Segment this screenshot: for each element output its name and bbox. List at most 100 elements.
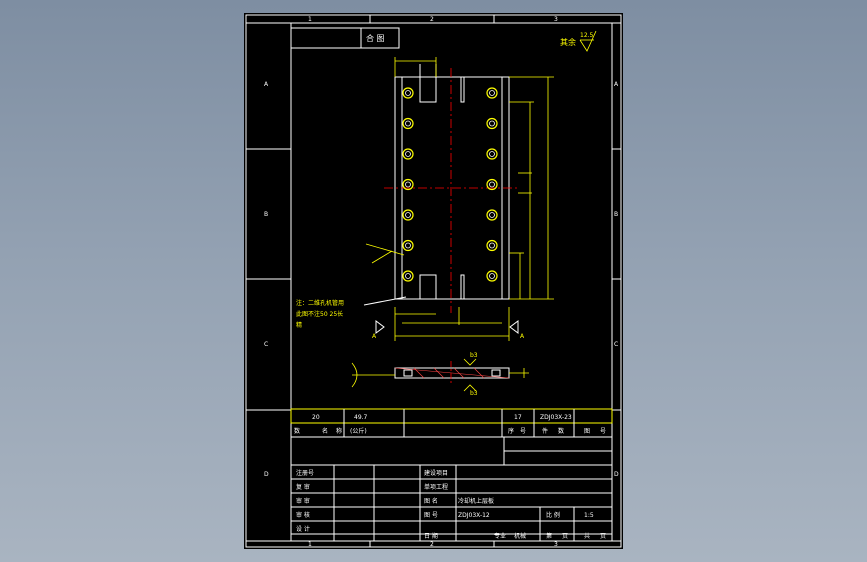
bom-header-left-0: 数 xyxy=(294,427,300,435)
note-line-1: 注：二维孔机管用 xyxy=(296,299,344,307)
row-label-c: C xyxy=(264,341,268,348)
drawing-name: 冷却机上层板 xyxy=(458,497,494,505)
bolt-hole xyxy=(486,87,498,99)
tb-left-label-2: 审 审 xyxy=(296,497,310,505)
drawing-number: ZDJ03X-12 xyxy=(458,512,490,519)
bolt-hole xyxy=(402,270,414,282)
bom-qty: 20 xyxy=(312,414,320,421)
tb-footer-5: 页 xyxy=(600,533,606,540)
tb-footer-3: 页 xyxy=(562,533,568,540)
bolt-hole-inner xyxy=(489,120,495,127)
row-label-a: A xyxy=(264,81,269,88)
bolt-hole-inner xyxy=(405,151,411,157)
bolt-hole-inner xyxy=(405,242,411,249)
scale-value: 1:5 xyxy=(584,512,594,519)
roughness-value: 12.5 xyxy=(580,32,594,39)
bolt-hole-inner xyxy=(489,181,495,188)
title-tag: 合 图 xyxy=(366,33,385,43)
tb-left-label-0: 注册号 xyxy=(296,469,314,477)
bom-header-right-0: 序 xyxy=(508,427,514,435)
bolt-hole-inner xyxy=(489,273,495,279)
bolt-hole-inner xyxy=(489,151,495,157)
bolt-hole-inner xyxy=(405,90,411,96)
section-mark-right: A xyxy=(520,333,525,340)
tb-footer-0: 专业 xyxy=(494,532,506,540)
row-label-a-right: A xyxy=(614,81,619,88)
inner-frame xyxy=(290,22,613,542)
bolt-hole xyxy=(402,239,414,252)
tb-mid-label-0: 建设项目 xyxy=(424,469,448,477)
bolt-holes xyxy=(402,87,498,282)
bolt-hole-inner xyxy=(405,273,411,279)
dimensions xyxy=(394,57,554,341)
bom-header-left-1: 名 xyxy=(322,427,328,435)
bolt-hole xyxy=(486,209,498,221)
column-label-2: 2 xyxy=(430,16,434,23)
tb-mid-label-1: 单项工程 xyxy=(424,483,448,491)
bolt-hole xyxy=(402,178,414,191)
section-top-mark: b3 xyxy=(470,352,478,359)
bom-header-right-2: 件 xyxy=(542,427,548,435)
tb-left-label-4: 设 计 xyxy=(296,525,310,533)
bom-code: 17 xyxy=(514,414,522,421)
column-label-2-bottom: 2 xyxy=(430,541,434,548)
roughness-symbol-icon xyxy=(579,30,597,52)
roughness-mark-top-icon xyxy=(463,358,477,366)
row-label-d-right: D xyxy=(614,471,619,478)
bolt-hole xyxy=(486,178,498,191)
title-block xyxy=(290,464,613,542)
bolt-hole-inner xyxy=(405,181,411,188)
scale-label: 比 例 xyxy=(546,511,560,519)
title-tag-box xyxy=(290,27,400,49)
row-label-c-right: C xyxy=(614,341,618,348)
drawing-sheet: 1 2 3 1 2 3 A B C D A B C D 合 图 其余 12.5 xyxy=(244,13,623,549)
bolt-hole xyxy=(486,117,498,130)
outer-frame xyxy=(245,14,622,548)
roughness-label: 其余 xyxy=(560,37,576,47)
section-arrow-right-icon xyxy=(509,320,519,334)
bom-header-left-2: 称 xyxy=(336,427,342,435)
section-bottom-mark: b3 xyxy=(470,390,478,397)
plate-plan-view xyxy=(384,64,518,313)
bolt-hole xyxy=(402,117,414,130)
tb-footer-1: 机械 xyxy=(514,532,526,540)
tb-left-label-3: 审 核 xyxy=(296,511,310,519)
bolt-hole xyxy=(486,239,498,252)
note-line-3: 精 xyxy=(296,321,302,329)
tb-left-label-1: 复 审 xyxy=(296,483,310,491)
column-label-3-bottom: 3 xyxy=(554,541,558,548)
bom-header-left-3: (公斤) xyxy=(350,427,367,435)
cad-drawing: 1 2 3 1 2 3 A B C D A B C D 合 图 其余 12.5 xyxy=(245,14,622,548)
note-leader xyxy=(363,296,407,306)
bolt-hole-inner xyxy=(489,212,495,218)
bom-header-right-3: 数 xyxy=(558,427,564,435)
roughness-mark-bottom-icon xyxy=(463,384,477,392)
bolt-hole-inner xyxy=(405,212,411,218)
bolt-hole xyxy=(402,148,414,160)
tb-mid-label-4: 日 期 xyxy=(424,532,438,540)
tb-mid-label-2: 图 名 xyxy=(424,497,438,505)
tb-footer-4: 共 xyxy=(584,532,590,540)
bom-header-right-1: 号 xyxy=(520,428,526,435)
bolt-hole xyxy=(486,148,498,160)
plate-section-view xyxy=(351,361,529,388)
bom-header-right-4: 图 xyxy=(584,428,590,435)
bolt-hole xyxy=(402,209,414,221)
hole-leader xyxy=(365,243,405,256)
column-label-3: 3 xyxy=(554,16,558,23)
bolt-hole-inner xyxy=(489,242,495,249)
row-label-b: B xyxy=(264,211,268,218)
bom-drawing: ZDJ03X-23 xyxy=(540,414,572,421)
column-label-1-bottom: 1 xyxy=(308,541,312,548)
bom-header-right-5: 号 xyxy=(600,428,606,435)
row-label-d: D xyxy=(264,471,269,478)
bolt-hole xyxy=(402,87,414,99)
bolt-hole xyxy=(486,270,498,282)
section-mark-left: A xyxy=(372,333,377,340)
bolt-hole-inner xyxy=(405,120,411,127)
tb-mid-label-3: 图 号 xyxy=(424,512,438,519)
section-arrow-left-icon xyxy=(375,320,385,334)
row-label-b-right: B xyxy=(614,211,618,218)
bom-weight: 49.7 xyxy=(354,414,368,421)
tb-footer-2: 第 xyxy=(546,532,552,540)
